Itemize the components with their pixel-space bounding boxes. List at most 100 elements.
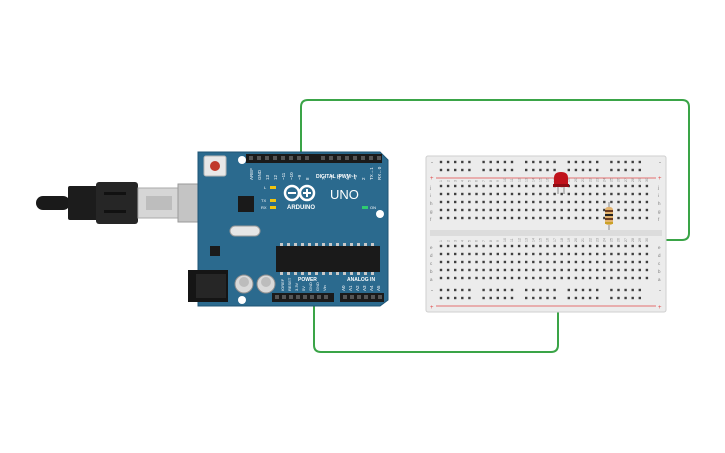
breadboard-hole[interactable] — [468, 192, 471, 196]
breadboard-hole[interactable] — [546, 184, 549, 188]
breadboard-hole[interactable] — [610, 288, 613, 292]
breadboard-hole[interactable] — [496, 260, 499, 264]
breadboard-hole[interactable] — [468, 296, 471, 300]
breadboard-hole[interactable] — [461, 244, 464, 248]
breadboard-hole[interactable] — [510, 160, 514, 164]
breadboard-hole[interactable] — [489, 216, 492, 220]
breadboard-hole[interactable] — [496, 192, 499, 196]
breadboard-hole[interactable] — [539, 252, 542, 256]
breadboard-hole[interactable] — [475, 244, 478, 248]
breadboard-hole[interactable] — [567, 252, 570, 256]
breadboard-hole[interactable] — [468, 244, 471, 248]
breadboard-hole[interactable] — [574, 276, 578, 280]
breadboard-hole[interactable] — [489, 296, 492, 300]
breadboard-hole[interactable] — [454, 276, 457, 280]
breadboard-hole[interactable] — [496, 244, 499, 248]
breadboard-hole[interactable] — [567, 288, 570, 292]
breadboard-hole[interactable] — [624, 160, 627, 164]
breadboard-hole[interactable] — [546, 208, 549, 212]
breadboard-hole[interactable] — [588, 192, 592, 196]
breadboard-hole[interactable] — [539, 208, 542, 212]
breadboard-hole[interactable] — [446, 252, 450, 256]
breadboard-hole[interactable] — [560, 276, 563, 280]
breadboard-hole[interactable] — [610, 168, 613, 172]
breadboard-hole[interactable] — [503, 260, 507, 264]
breadboard-hole[interactable] — [574, 160, 578, 164]
breadboard-hole[interactable] — [482, 252, 485, 256]
breadboard-hole[interactable] — [503, 252, 507, 256]
breadboard-hole[interactable] — [482, 184, 485, 188]
breadboard-hole[interactable] — [560, 208, 563, 212]
breadboard-hole[interactable] — [525, 244, 528, 248]
breadboard-hole[interactable] — [645, 268, 649, 272]
breadboard-hole[interactable] — [610, 184, 613, 188]
breadboard-hole[interactable] — [567, 244, 570, 248]
led-component[interactable] — [553, 172, 569, 194]
breadboard-hole[interactable] — [439, 216, 443, 220]
breadboard-hole[interactable] — [574, 168, 578, 172]
breadboard-hole[interactable] — [574, 192, 578, 196]
breadboard-hole[interactable] — [454, 216, 457, 220]
breadboard-hole[interactable] — [610, 192, 613, 196]
breadboard-hole[interactable] — [553, 208, 556, 212]
breadboard-hole[interactable] — [617, 208, 620, 212]
breadboard-hole[interactable] — [482, 244, 485, 248]
breadboard-hole[interactable] — [567, 200, 570, 204]
breadboard-hole[interactable] — [553, 168, 556, 172]
breadboard-hole[interactable] — [638, 216, 641, 220]
breadboard-hole[interactable] — [617, 160, 620, 164]
resistor-component[interactable] — [605, 202, 613, 230]
breadboard-hole[interactable] — [553, 296, 556, 300]
breadboard-hole[interactable] — [574, 252, 578, 256]
breadboard-hole[interactable] — [603, 184, 606, 188]
breadboard-hole[interactable] — [510, 216, 514, 220]
breadboard-hole[interactable] — [525, 268, 528, 272]
breadboard-hole[interactable] — [624, 276, 627, 280]
breadboard-hole[interactable] — [532, 216, 535, 220]
breadboard-hole[interactable] — [532, 208, 535, 212]
breadboard-hole[interactable] — [631, 268, 634, 272]
breadboard-hole[interactable] — [525, 208, 528, 212]
breadboard-hole[interactable] — [603, 208, 606, 212]
breadboard-hole[interactable] — [546, 168, 549, 172]
breadboard-hole[interactable] — [489, 184, 492, 188]
breadboard-hole[interactable] — [461, 288, 464, 292]
breadboard-hole[interactable] — [631, 216, 634, 220]
breadboard-hole[interactable] — [503, 276, 507, 280]
breadboard-hole[interactable] — [638, 244, 641, 248]
breadboard-hole[interactable] — [610, 276, 613, 280]
breadboard-hole[interactable] — [610, 252, 613, 256]
breadboard-hole[interactable] — [596, 184, 599, 188]
breadboard-hole[interactable] — [546, 244, 549, 248]
breadboard-hole[interactable] — [510, 288, 514, 292]
usb-cable[interactable] — [36, 182, 223, 224]
breadboard-hole[interactable] — [446, 184, 450, 188]
breadboard-hole[interactable] — [517, 260, 521, 264]
breadboard-hole[interactable] — [624, 200, 627, 204]
breadboard-hole[interactable] — [525, 296, 528, 300]
breadboard-hole[interactable] — [503, 216, 507, 220]
breadboard-hole[interactable] — [532, 288, 535, 292]
breadboard-hole[interactable] — [596, 200, 599, 204]
breadboard-hole[interactable] — [631, 192, 634, 196]
breadboard-hole[interactable] — [503, 268, 507, 272]
breadboard-hole[interactable] — [475, 184, 478, 188]
breadboard-hole[interactable] — [532, 268, 535, 272]
breadboard-hole[interactable] — [461, 276, 464, 280]
breadboard-hole[interactable] — [439, 244, 443, 248]
breadboard-hole[interactable] — [596, 216, 599, 220]
breadboard-hole[interactable] — [638, 260, 641, 264]
breadboard-hole[interactable] — [617, 260, 620, 264]
breadboard-hole[interactable] — [517, 244, 521, 248]
breadboard-hole[interactable] — [631, 260, 634, 264]
breadboard-hole[interactable] — [588, 296, 592, 300]
breadboard-hole[interactable] — [525, 288, 528, 292]
breadboard-hole[interactable] — [446, 244, 450, 248]
breadboard-hole[interactable] — [461, 184, 464, 188]
breadboard-hole[interactable] — [482, 216, 485, 220]
breadboard-hole[interactable] — [603, 216, 606, 220]
breadboard-hole[interactable] — [475, 260, 478, 264]
breadboard-hole[interactable] — [617, 288, 620, 292]
breadboard-hole[interactable] — [560, 252, 563, 256]
breadboard-hole[interactable] — [489, 288, 492, 292]
